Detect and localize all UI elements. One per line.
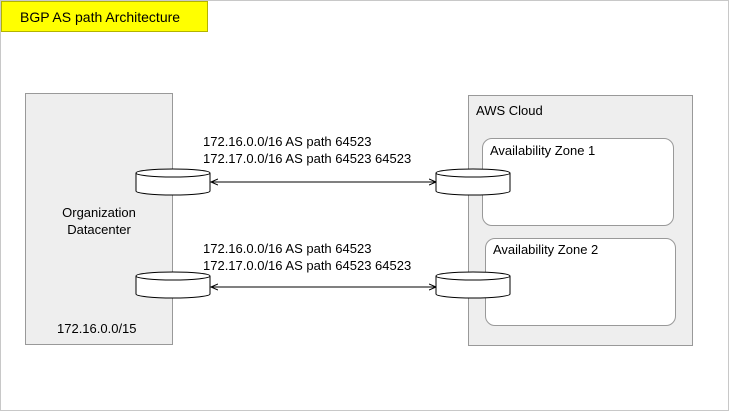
availability-zone-2-box bbox=[485, 238, 676, 326]
connection-1-route-2: 172.17.0.0/16 AS path 64523 64523 bbox=[203, 151, 412, 166]
availability-zone-1-box bbox=[482, 138, 674, 226]
connection-2-route-2: 172.17.0.0/16 AS path 64523 64523 bbox=[203, 258, 412, 273]
aws-router-1-icon bbox=[435, 168, 511, 196]
datacenter-label: Organization Datacenter bbox=[25, 204, 173, 238]
datacenter-box bbox=[25, 93, 173, 345]
datacenter-label-line1: Organization bbox=[62, 205, 136, 220]
aws-cloud-label: AWS Cloud bbox=[476, 103, 543, 118]
aws-router-2-icon bbox=[435, 271, 511, 299]
datacenter-label-line2: Datacenter bbox=[67, 222, 131, 237]
diagram-title: BGP AS path Architecture bbox=[1, 1, 208, 32]
availability-zone-1-label: Availability Zone 1 bbox=[490, 143, 596, 158]
datacenter-router-2-icon bbox=[135, 271, 211, 299]
connection-2-routes: 172.16.0.0/16 AS path 64523 172.17.0.0/1… bbox=[203, 240, 411, 274]
datacenter-cidr: 172.16.0.0/15 bbox=[57, 321, 137, 336]
availability-zone-2-label: Availability Zone 2 bbox=[493, 242, 599, 257]
datacenter-router-1-icon bbox=[135, 168, 211, 196]
connection-1-route-1: 172.16.0.0/16 AS path 64523 bbox=[203, 134, 372, 149]
connection-2-route-1: 172.16.0.0/16 AS path 64523 bbox=[203, 241, 372, 256]
connection-1-routes: 172.16.0.0/16 AS path 64523 172.17.0.0/1… bbox=[203, 133, 411, 167]
